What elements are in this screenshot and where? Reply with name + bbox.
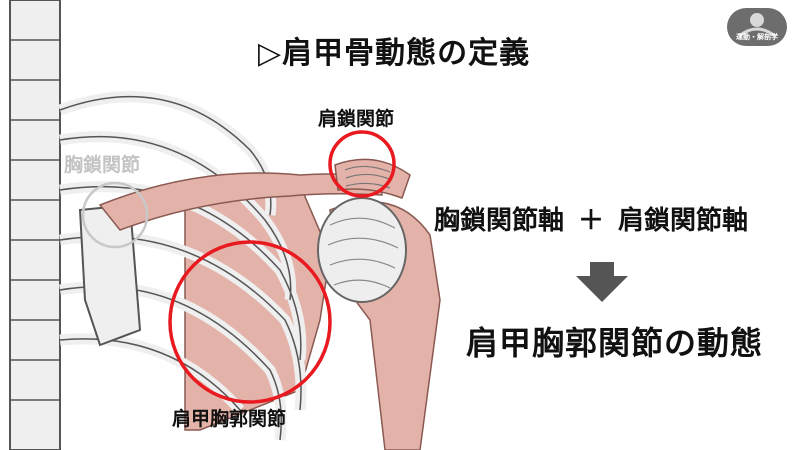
acromion <box>334 158 411 199</box>
result-text: 肩甲胸郭関節の動態 <box>466 324 764 362</box>
scapulothoracic-circle <box>168 240 332 404</box>
sternoclavicular-circle <box>81 181 149 249</box>
humeral-head <box>317 197 407 303</box>
sternoclavicular-label: 胸鎖関節 <box>64 154 141 176</box>
vertebra-divisions <box>10 39 60 401</box>
scapulothoracic-label: 肩甲胸郭関節 <box>172 408 287 430</box>
capsule-lines <box>327 217 399 289</box>
acromioclavicular-label: 肩鎖関節 <box>318 108 395 130</box>
logo-text: 運動・解剖学 <box>736 33 778 41</box>
acromioclavicular-circle <box>328 130 396 198</box>
clavicle <box>98 172 383 231</box>
vertebral-column <box>9 0 61 450</box>
scapula-muscle-region <box>184 184 331 431</box>
axis-equation: 胸鎖関節軸 ＋ 肩鎖関節軸 <box>434 200 748 237</box>
page-title: ▷肩甲骨動態の定義 <box>258 36 531 71</box>
plus-sign: ＋ <box>578 206 605 236</box>
sternoclavicular-axis-text: 胸鎖関節軸 <box>434 206 565 236</box>
acromioclavicular-axis-text: 肩鎖関節軸 <box>618 206 749 236</box>
logo: 運動・解剖学 <box>727 8 787 46</box>
skeleton-logo-icon <box>738 13 776 38</box>
down-arrow-icon <box>576 262 628 302</box>
